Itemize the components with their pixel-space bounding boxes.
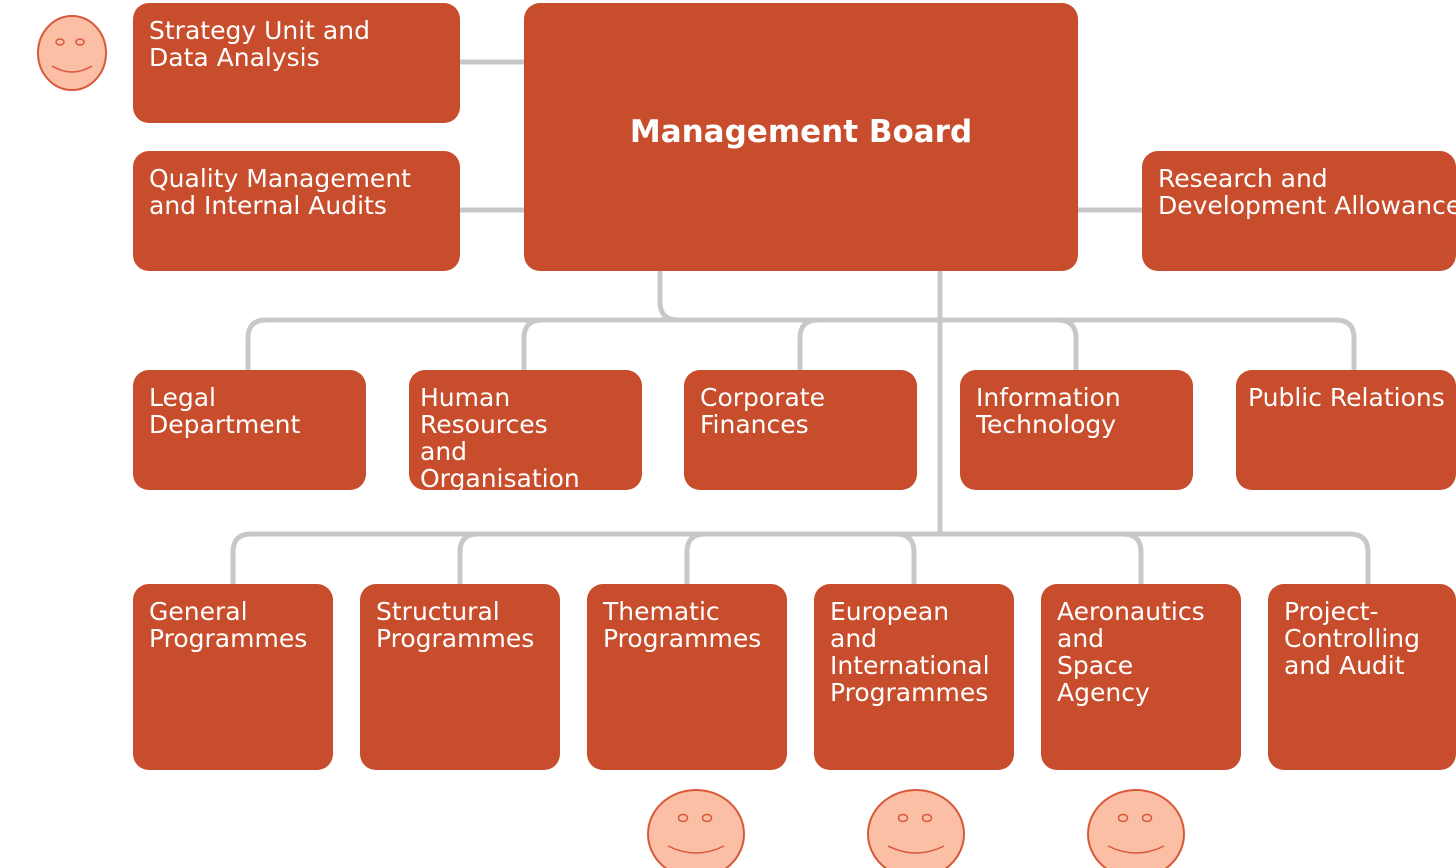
programmes-bus [230,531,1371,587]
smiley-face-icon [37,15,107,91]
thematic-programmes-box: Thematic Programmes [587,584,787,770]
management-board-box: Management Board [524,3,1078,271]
information-technology-box: Information Technology [960,370,1193,490]
connector-prog-4 [893,531,917,587]
connector-prog-5 [1120,531,1144,587]
departments-bus [245,317,1357,373]
connector-dept-3 [797,317,821,373]
public-relations-box: Public Relations [1236,370,1456,490]
corporate-finances-box: Corporate Finances [684,370,917,490]
general-programmes-box: General Programmes [133,584,333,770]
legal-department-box: Legal Department [133,370,366,490]
european-international-programmes-box: European and International Programmes [814,584,1014,770]
connector-prog-3 [684,531,708,587]
connector-dept-2 [521,317,545,373]
connector-prog-2 [457,531,481,587]
smiley-face-icon [1087,789,1185,868]
human-resources-box: Human Resources and Organisation [409,370,642,490]
smiley-face-icon [647,789,745,868]
research-development-box: Research and Development Allowance [1142,151,1456,271]
quality-management-box: Quality Management and Internal Audits [133,151,460,271]
connector-board-to-departments [657,269,681,323]
structural-programmes-box: Structural Programmes [360,584,560,770]
strategy-unit-box: Strategy Unit and Data Analysis [133,3,460,123]
smiley-face-icon [867,789,965,868]
project-controlling-audit-box: Project- Controlling and Audit [1268,584,1456,770]
connector-dept-4 [1055,317,1079,373]
aeronautics-space-agency-box: Aeronautics and Space Agency [1041,584,1241,770]
